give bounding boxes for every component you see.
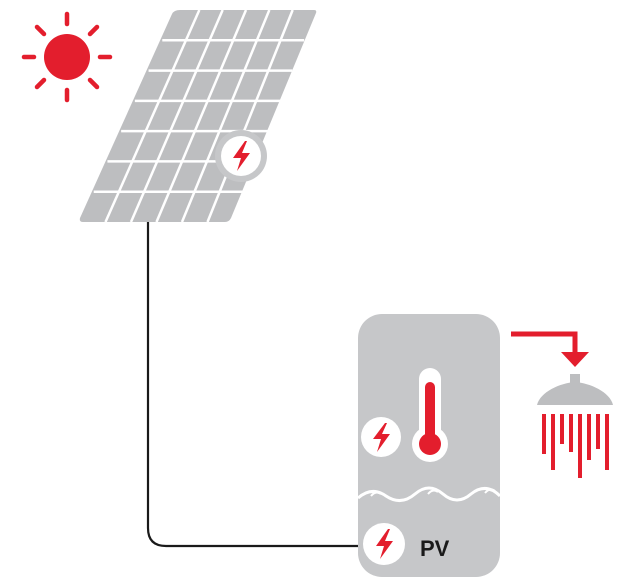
lightning-bolt-icon bbox=[233, 141, 250, 171]
lightning-bolt-icon bbox=[373, 423, 390, 452]
pv-label: PV bbox=[420, 536, 450, 561]
arrow-down-icon bbox=[511, 331, 589, 367]
panel-column-divider bbox=[155, 9, 248, 223]
solar-panel bbox=[79, 9, 317, 223]
panel-column-divider bbox=[206, 9, 294, 223]
water-stream bbox=[578, 414, 582, 478]
lightning-bolt-icon bbox=[376, 529, 393, 559]
panel-power-badge bbox=[215, 130, 267, 182]
shower-icon bbox=[537, 374, 613, 478]
water-stream bbox=[542, 414, 546, 454]
water-stream bbox=[560, 414, 564, 444]
water-stream bbox=[605, 414, 609, 470]
water-stream bbox=[596, 414, 600, 449]
water-stream bbox=[587, 414, 591, 460]
sun-icon bbox=[21, 11, 113, 103]
panel-column-divider bbox=[129, 9, 224, 223]
power-cable bbox=[146, 222, 362, 548]
shower-water-streams bbox=[542, 414, 609, 478]
thermometer-icon bbox=[412, 368, 448, 462]
water-wave-crests bbox=[370, 488, 496, 497]
heater-power-badge bbox=[361, 417, 401, 457]
water-level-waves bbox=[357, 486, 502, 502]
panel-column-divider bbox=[180, 9, 271, 223]
solar-panel-cells bbox=[93, 9, 305, 223]
solar-panel-frame bbox=[79, 10, 317, 222]
panel-column-divider bbox=[104, 9, 201, 223]
pv-input-badge: PV bbox=[363, 523, 450, 565]
water-stream bbox=[569, 414, 573, 452]
water-stream bbox=[551, 414, 555, 470]
